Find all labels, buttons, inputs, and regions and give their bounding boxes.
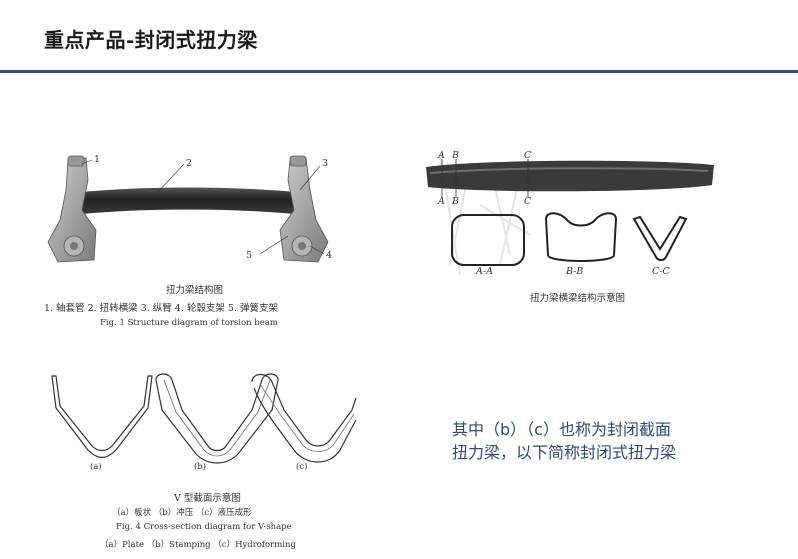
vshape-caption-en: Fig. 4 Cross-section diagram for V-shape: [116, 522, 292, 532]
panel-label-b: (b): [194, 462, 207, 472]
structure-caption-en: Fig. 1 Structure diagram of torsion beam: [100, 318, 278, 328]
section-name-aa: A-A: [476, 266, 493, 277]
panel-label-c: (c): [296, 462, 308, 472]
torsion-beam-structure-image: [47, 155, 329, 263]
vshape-caption-cn: V 型截面示意图: [174, 493, 241, 504]
vshape-caption-en-sub: （a）Plate （b）Stamping （c）Hydroforming: [100, 540, 296, 550]
section-name-cc: C-C: [652, 266, 670, 277]
section-label-a-bottom: A: [438, 196, 445, 207]
callout-label-2: 2: [186, 158, 193, 169]
section-label-c-bottom: C: [524, 196, 532, 207]
v-shape-section-image: [51, 373, 357, 464]
callout-label-5: 5: [246, 250, 253, 261]
callout-label-4: 4: [326, 250, 333, 261]
slide-title: 重点产品-封闭式扭力梁: [44, 28, 258, 52]
crossbeam-section-image: [426, 154, 714, 276]
callout-label-3: 3: [322, 158, 329, 169]
structure-parts-list: 1. 轴套管 2. 扭转横梁 3. 纵臂 4. 轮毂支架 5. 弹簧支架: [44, 303, 278, 314]
section-label-b-top: B: [452, 150, 459, 161]
structure-caption-cn: 扭力梁结构图: [166, 285, 224, 296]
section-name-bb: B-B: [566, 266, 584, 277]
callout-label-1: 1: [94, 154, 101, 165]
section-label-b-bottom: B: [452, 196, 459, 207]
section-label-c-top: C: [524, 150, 532, 161]
panel-label-a: (a): [90, 462, 102, 472]
crossbeam-caption-cn: 扭力梁横梁结构示意图: [530, 293, 626, 304]
title-divider: [0, 70, 798, 73]
section-label-a-top: A: [438, 150, 445, 161]
vshape-caption-cn-sub: （a）板状 （b）冲压 （c）液压成形: [112, 508, 252, 518]
callout-text: 其中（b）（c）也称为封闭截面扭力梁，以下简称封闭式扭力梁: [452, 420, 677, 462]
